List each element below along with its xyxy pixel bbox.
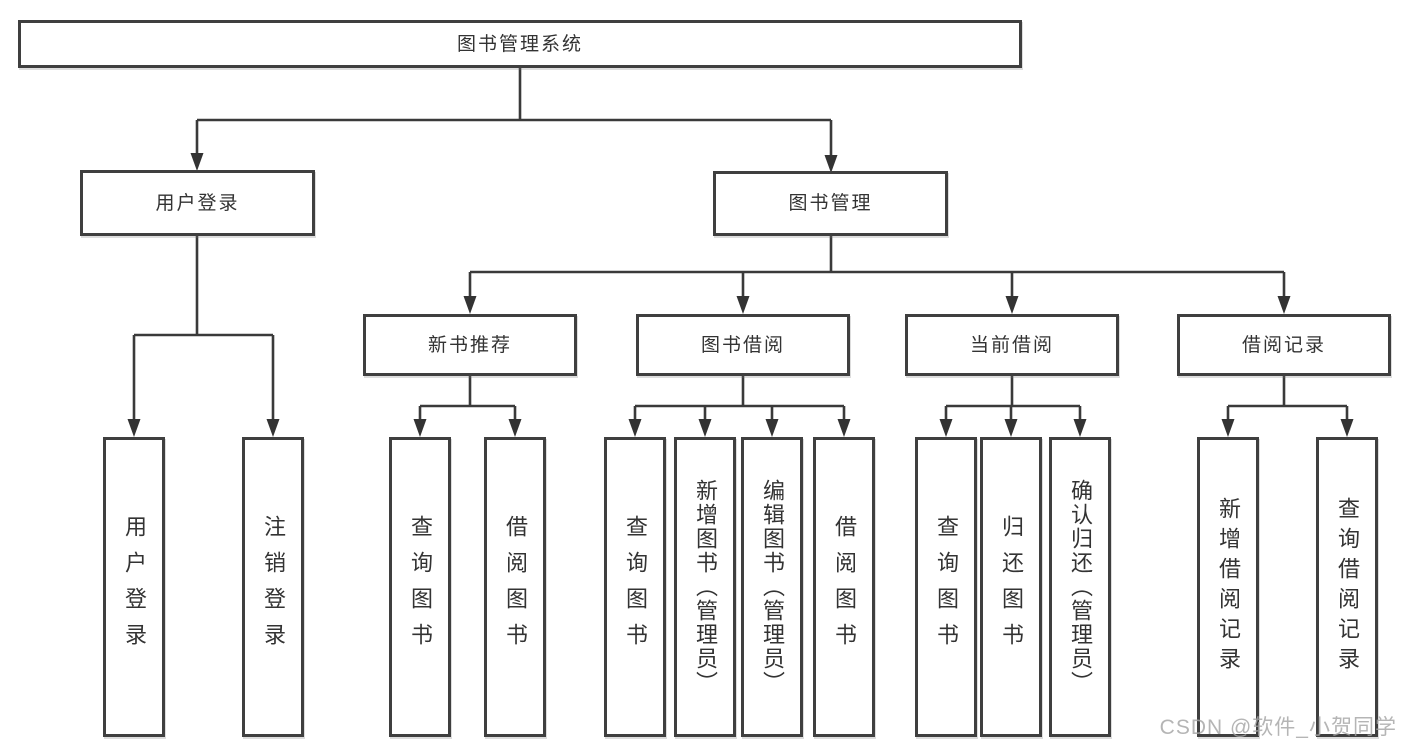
- node-leaf-borrow-add-book-admin: 新增图书（管理员）: [674, 437, 736, 737]
- connector-borrow-record-to-leaves: [1221, 376, 1354, 437]
- node-leaf-current-query-book: 查询图书: [915, 437, 977, 737]
- node-leaf-current-return-book: 归还图书: [980, 437, 1042, 737]
- node-leaf-user-login: 用户登录: [103, 437, 165, 737]
- connector-user-login-to-leaves: [127, 236, 280, 437]
- connector-current-borrow-to-leaves: [939, 376, 1087, 437]
- node-leaf-borrow-edit-book-admin: 编辑图书（管理员）: [741, 437, 803, 737]
- connector-book-borrow-to-leaves: [628, 376, 851, 437]
- node-leaf-record-query: 查询借阅记录: [1316, 437, 1378, 737]
- node-section-book-borrow: 图书借阅: [636, 314, 850, 376]
- node-branch-user-login: 用户登录: [80, 170, 315, 236]
- node-root-title: 图书管理系统: [18, 20, 1022, 68]
- node-leaf-rec-query-book: 查询图书: [389, 437, 451, 737]
- node-leaf-current-confirm-return-admin: 确认归还（管理员）: [1049, 437, 1111, 737]
- connector-book-mgmt-to-sections: [463, 236, 1291, 314]
- connector-root-to-branches: [190, 68, 838, 173]
- node-leaf-borrow-borrow-book: 借阅图书: [813, 437, 875, 737]
- node-leaf-borrow-query-book: 查询图书: [604, 437, 666, 737]
- node-section-new-book-rec: 新书推荐: [363, 314, 577, 376]
- node-branch-book-mgmt: 图书管理: [713, 171, 948, 236]
- node-section-current-borrow: 当前借阅: [905, 314, 1119, 376]
- node-leaf-logout: 注销登录: [242, 437, 304, 737]
- csdn-watermark: CSDN @软件_小贺同学: [1159, 716, 1397, 739]
- node-leaf-rec-borrow-book: 借阅图书: [484, 437, 546, 737]
- node-leaf-record-add: 新增借阅记录: [1197, 437, 1259, 737]
- node-section-borrow-record: 借阅记录: [1177, 314, 1391, 376]
- connector-new-book-to-leaves: [413, 376, 522, 437]
